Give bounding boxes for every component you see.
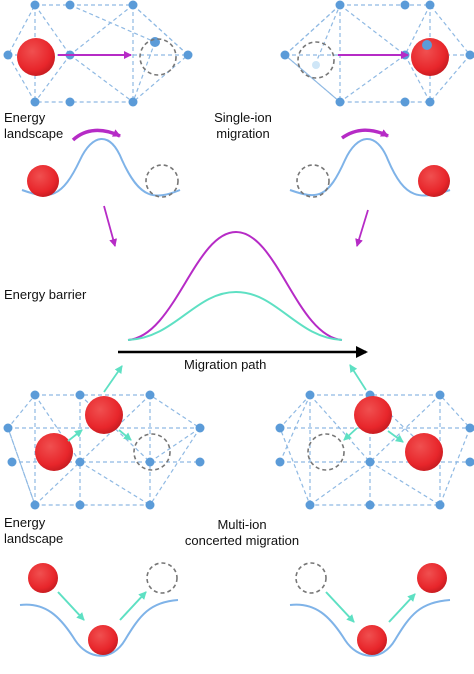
ion-top-left bbox=[17, 38, 55, 76]
concert-hop-left-a bbox=[57, 591, 85, 621]
ion-landscape-multi-left-a bbox=[28, 563, 58, 593]
barrier-curve-multi bbox=[127, 290, 343, 341]
label-energy-landscape-bottom-line1: Energy bbox=[4, 515, 46, 530]
concert-hop-right-a bbox=[325, 591, 355, 623]
ion-multi-right-a bbox=[354, 396, 392, 434]
label-energy-landscape-bottom: Energy landscape bbox=[4, 515, 63, 547]
lattice-nodes-bottom-left bbox=[3, 390, 205, 510]
landscape-curve-single-left bbox=[21, 138, 181, 197]
barrier-curve-single bbox=[127, 230, 343, 341]
landscape-curve-multi-left bbox=[19, 599, 179, 657]
vacancy-multi-left bbox=[133, 433, 171, 471]
ion-top-right bbox=[411, 38, 449, 76]
vacancy-landscape-single-left bbox=[145, 164, 179, 198]
label-energy-landscape-top: Energy landscape bbox=[4, 110, 63, 142]
vacancy-landscape-single-right bbox=[296, 164, 330, 198]
label-single-ion: Single-ion migration bbox=[200, 110, 286, 142]
ion-multi-left-b bbox=[85, 396, 123, 434]
arrow-to-barrier-left bbox=[103, 205, 118, 247]
hop-arrow-single-left bbox=[71, 128, 121, 142]
arrow-from-multi-left bbox=[103, 365, 123, 393]
concert-arrow-left-a bbox=[67, 429, 83, 442]
label-multi-ion-line1: Multi-ion bbox=[217, 517, 267, 532]
ion-landscape-single-right bbox=[418, 165, 450, 197]
arrow-to-barrier-right bbox=[355, 209, 369, 247]
vacancy-top-left bbox=[139, 38, 177, 76]
label-energy-landscape-top-line2: landscape bbox=[4, 126, 64, 141]
ion-landscape-multi-left-b bbox=[88, 625, 118, 655]
lattice-nodes-bottom-right bbox=[275, 390, 474, 510]
label-migration-path: Migration path bbox=[184, 357, 267, 372]
node-on-ion-top-right bbox=[422, 40, 432, 50]
vacancy-top-right bbox=[297, 41, 335, 79]
label-energy-landscape-top-line1: Energy bbox=[4, 110, 46, 125]
concert-arrow-right-a bbox=[343, 427, 358, 441]
ion-landscape-single-left bbox=[27, 165, 59, 197]
concert-arrow-right-b bbox=[387, 430, 404, 443]
vacancy-multi-right bbox=[307, 433, 345, 471]
concert-arrow-left-b bbox=[118, 429, 132, 441]
hop-arrow-single-right bbox=[340, 128, 389, 140]
ion-landscape-multi-right-a bbox=[357, 625, 387, 655]
vacancy-landscape-multi-left bbox=[146, 562, 178, 594]
landscape-curve-multi-right bbox=[289, 599, 451, 657]
label-energy-barrier: Energy barrier bbox=[4, 287, 87, 302]
concert-hop-right-b bbox=[388, 593, 416, 623]
ion-multi-right-b bbox=[405, 433, 443, 471]
label-single-ion-line2: migration bbox=[216, 126, 270, 141]
concert-hop-left-b bbox=[119, 591, 147, 621]
arrow-from-multi-right bbox=[349, 364, 367, 391]
ion-landscape-multi-right-b bbox=[417, 563, 447, 593]
label-multi-ion: Multi-ion concerted migration bbox=[172, 517, 312, 549]
label-multi-ion-line2: concerted migration bbox=[184, 533, 300, 548]
label-single-ion-line1: Single-ion bbox=[214, 110, 272, 125]
vacancy-node-top-right bbox=[312, 61, 320, 69]
landscape-curve-single-right bbox=[289, 138, 451, 197]
vacancy-landscape-multi-right bbox=[295, 562, 327, 594]
ion-multi-left-a bbox=[35, 433, 73, 471]
label-energy-landscape-bottom-line2: landscape bbox=[4, 531, 64, 546]
